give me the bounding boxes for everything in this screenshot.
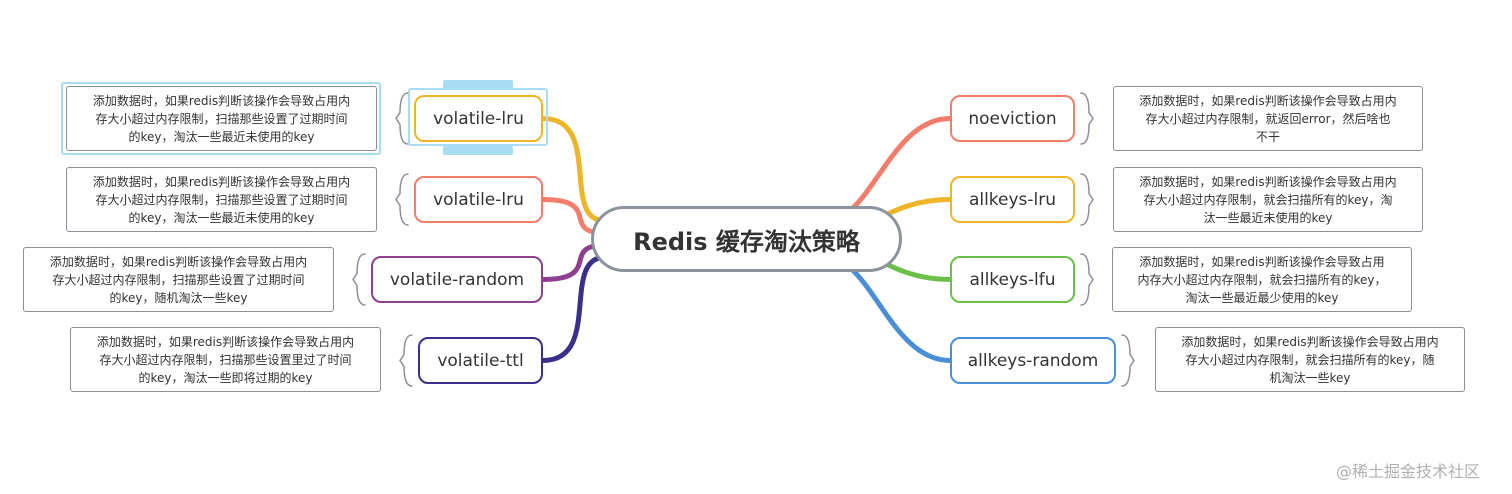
note-line: 内存大小超过内存限制，就会扫描所有的key，: [1137, 272, 1387, 287]
branch-node-label: volatile-random: [389, 269, 525, 290]
note-line: 汰一些最近未使用的key: [1203, 210, 1333, 225]
note-line: 添加数据时，如果redis判断该操作会导致占用: [1139, 254, 1385, 269]
branch-node-label: allkeys-lru: [968, 189, 1057, 210]
note-line: 存大小超过内存限制，就会扫描所有的key，随: [1185, 352, 1435, 367]
branch-node-label: allkeys-lfu: [969, 269, 1056, 290]
branch-node-label: noeviction: [968, 108, 1057, 129]
note-line: 不干: [1255, 129, 1280, 144]
central-topic-label: Redis 缓存淘汰策略: [633, 227, 860, 256]
branch-line-left-3: [540, 254, 608, 363]
right-branch-node-3[interactable]: allkeys-random: [950, 337, 1116, 384]
note-line: 存大小超过内存限制，扫描那些设置了过期时间: [95, 192, 348, 207]
note-line: 添加数据时，如果redis判断该操作会导致占用内: [96, 334, 355, 349]
note-line: 的key，淘汰一些即将过期的key: [138, 370, 313, 385]
left-note-2[interactable]: 添加数据时，如果redis判断该操作会导致占用内存大小超过内存限制，扫描那些设置…: [23, 247, 334, 312]
brace-left-3: [399, 334, 413, 387]
note-line: 存大小超过内存限制，就返回error，然后啥也: [1145, 111, 1391, 126]
resize-handle-bottom[interactable]: [443, 146, 513, 155]
left-branch-node-3[interactable]: volatile-ttl: [418, 337, 543, 384]
left-note-3[interactable]: 添加数据时，如果redis判断该操作会导致占用内存大小超过内存限制，扫描那些设置…: [70, 327, 381, 392]
brace-right-3: [1121, 334, 1135, 387]
branch-node-label: allkeys-random: [967, 350, 1099, 371]
note-line: 存大小超过内存限制，扫描那些设置里过了时间: [99, 352, 352, 367]
node-selection-frame: [408, 88, 548, 146]
branch-line-left-0: [540, 116, 608, 224]
note-line: 添加数据时，如果redis判断该操作会导致占用内: [49, 254, 308, 269]
right-note-0[interactable]: 添加数据时，如果redis判断该操作会导致占用内存大小超过内存限制，就返回err…: [1113, 86, 1423, 151]
brace-right-0: [1080, 92, 1094, 145]
branch-node-label: volatile-lru: [433, 108, 524, 129]
note-line: 的key，淘汰一些最近未使用的key: [128, 210, 315, 225]
right-note-3[interactable]: 添加数据时，如果redis判断该操作会导致占用内存大小超过内存限制，就会扫描所有…: [1155, 327, 1465, 392]
note-line: 存大小超过内存限制，就会扫描所有的key，淘: [1143, 192, 1393, 207]
right-branch-node-2[interactable]: allkeys-lfu: [950, 256, 1075, 303]
note-line: 添加数据时，如果redis判断该操作会导致占用内: [92, 174, 351, 189]
left-branch-node-1[interactable]: volatile-lru: [414, 176, 543, 223]
right-branch-node-0[interactable]: noeviction: [950, 95, 1075, 142]
right-note-1[interactable]: 添加数据时，如果redis判断该操作会导致占用内存大小超过内存限制，就会扫描所有…: [1113, 167, 1423, 232]
brace-right-2: [1080, 253, 1094, 306]
note-line: 存大小超过内存限制，扫描那些设置了过期时间: [95, 111, 348, 126]
branch-node-label: volatile-ttl: [437, 350, 524, 371]
note-line: 的key，淘汰一些最近未使用的key: [128, 129, 315, 144]
right-note-2[interactable]: 添加数据时，如果redis判断该操作会导致占用内存大小超过内存限制，就会扫描所有…: [1112, 247, 1412, 312]
brace-left-1: [395, 173, 409, 226]
left-branch-node-2[interactable]: volatile-random: [371, 256, 543, 303]
note-line: 添加数据时，如果redis判断该操作会导致占用内: [92, 93, 351, 108]
left-note-1[interactable]: 添加数据时，如果redis判断该操作会导致占用内存大小超过内存限制，扫描那些设置…: [66, 167, 377, 232]
brace-left-2: [352, 253, 366, 306]
branch-node-label: volatile-lru: [433, 189, 524, 210]
note-selection-frame: [61, 82, 381, 155]
note-line: 添加数据时，如果redis判断该操作会导致占用内: [1181, 334, 1439, 349]
right-branch-node-1[interactable]: allkeys-lru: [950, 176, 1075, 223]
brace-right-1: [1080, 173, 1094, 226]
branch-line-right-3: [823, 254, 953, 363]
central-topic[interactable]: Redis 缓存淘汰策略: [591, 206, 902, 272]
note-line: 机淘汰一些key: [1269, 370, 1351, 385]
note-line: 存大小超过内存限制，扫描那些设置了过期时间: [52, 272, 305, 287]
resize-handle-top[interactable]: [443, 80, 513, 89]
watermark: @稀土掘金技术社区: [1336, 462, 1481, 481]
note-line: 的key，随机淘汰一些key: [109, 290, 248, 305]
note-line: 添加数据时，如果redis判断该操作会导致占用内: [1139, 174, 1397, 189]
note-line: 淘汰一些最近最少使用的key: [1185, 290, 1339, 305]
note-line: 添加数据时，如果redis判断该操作会导致占用内: [1139, 93, 1397, 108]
left-branch-node-0[interactable]: volatile-lru: [414, 95, 543, 142]
left-note-0[interactable]: 添加数据时，如果redis判断该操作会导致占用内存大小超过内存限制，扫描那些设置…: [66, 86, 377, 151]
brace-left-0: [395, 92, 409, 145]
